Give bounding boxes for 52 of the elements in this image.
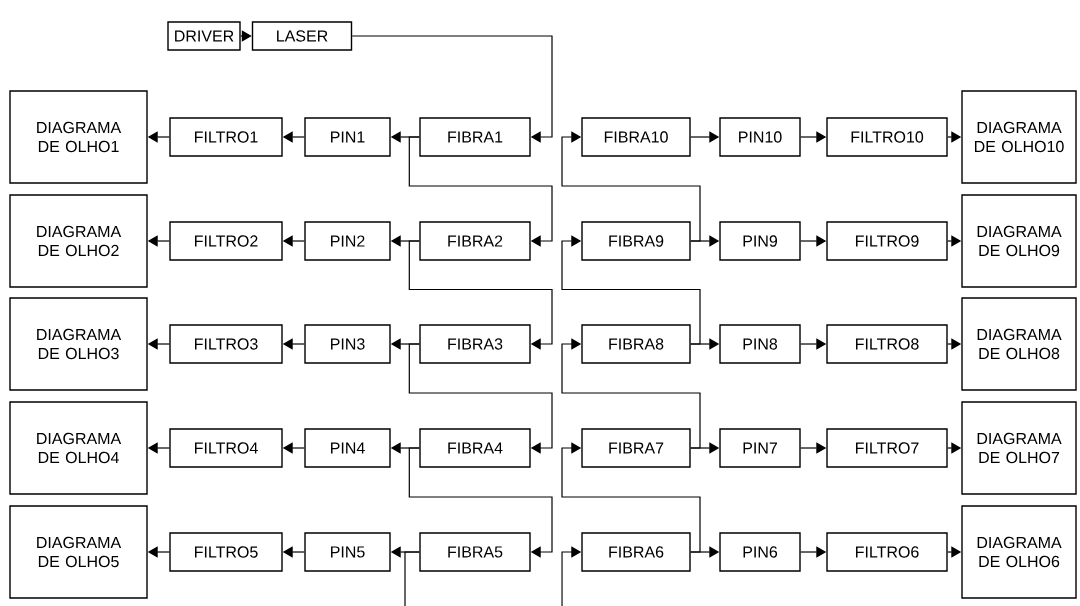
filter-box: FILTRO1 [169,117,283,157]
filter-box: FILTRO7 [826,428,948,468]
fiber-box: FIBRA10 [581,117,691,157]
fiber-box: FIBRA8 [581,324,691,364]
photodiode-box: PIN6 [719,532,801,572]
eye-diagram-box: DIAGRAMA DE OLHO4 [9,401,148,495]
arrow [408,447,553,558]
filter-box: FILTRO9 [826,221,948,261]
fiber-box: FIBRA7 [581,428,691,468]
fiber-box: FIBRA6 [581,532,691,572]
arrow [351,35,553,143]
arrow [408,343,553,454]
photodiode-box: PIN4 [304,428,391,468]
filter-box: FILTRO2 [169,221,283,261]
photodiode-box: PIN7 [719,428,801,468]
filter-box: FILTRO3 [169,324,283,364]
fiber-box: FIBRA9 [581,221,691,261]
eye-diagram-box: DIAGRAMA DE OLHO5 [9,505,148,599]
fiber-box: FIBRA1 [419,117,531,157]
arrow [561,235,701,345]
photodiode-box: PIN1 [304,117,391,157]
filter-box: FILTRO4 [169,428,283,468]
arrow [561,338,701,449]
arrow [408,240,553,350]
photodiode-box: PIN9 [719,221,801,261]
arrow [561,131,701,242]
arrow [561,442,701,553]
filter-box: FILTRO5 [169,532,283,572]
fiber-box: FIBRA5 [419,532,531,572]
fiber-box: FIBRA3 [419,324,531,364]
filter-box: FILTRO10 [826,117,948,157]
eye-diagram-box: DIAGRAMA DE OLHO6 [961,505,1077,599]
eye-diagram-box: DIAGRAMA DE OLHO7 [961,401,1077,495]
eye-diagram-box: DIAGRAMA DE OLHO10 [961,90,1077,184]
eye-diagram-box: DIAGRAMA DE OLHO3 [9,297,148,391]
photodiode-box: PIN10 [719,117,801,157]
filter-box: FILTRO6 [826,532,948,572]
fiber-box: FIBRA2 [419,221,531,261]
filter-box: FILTRO8 [826,324,948,364]
eye-diagram-box: DIAGRAMA DE OLHO9 [961,194,1077,288]
photodiode-box: PIN8 [719,324,801,364]
arrow [240,30,252,42]
eye-diagram-box: DIAGRAMA DE OLHO2 [9,194,148,288]
photodiode-box: PIN5 [304,532,391,572]
device-box: LASER [251,21,353,51]
fiber-box: FIBRA4 [419,428,531,468]
photodiode-box: PIN3 [304,324,391,364]
eye-diagram-box: DIAGRAMA DE OLHO1 [9,90,148,184]
eye-diagram-box: DIAGRAMA DE OLHO8 [961,297,1077,391]
arrow [408,136,553,247]
device-box: DRIVER [167,21,241,51]
photodiode-box: PIN2 [304,221,391,261]
